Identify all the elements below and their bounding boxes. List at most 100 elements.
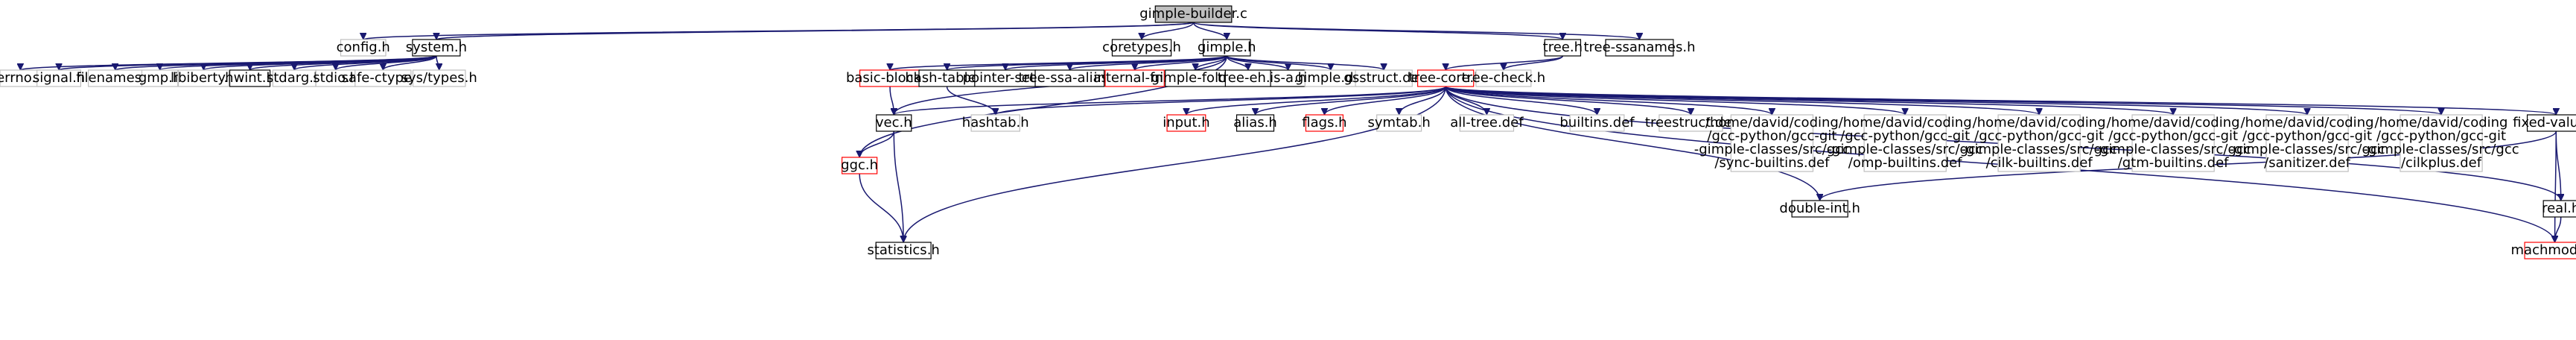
node-label-errno-h: errno.h <box>0 70 45 86</box>
node-tree-ssanames-h[interactable]: tree-ssanames.h <box>1583 39 1695 57</box>
edge-tree-core-h-to-omp-builtins-def <box>1445 86 1905 116</box>
node-alias-h[interactable]: alias.h <box>1233 114 1277 132</box>
node-internal-fn-h[interactable]: internal-fn.h <box>1093 69 1176 87</box>
edge-tree-core-h-to-input-h <box>1186 86 1446 116</box>
edge-tree-core-h-to-cilk-builtins-def <box>1445 86 2039 116</box>
node-omp-builtins-def[interactable]: /home/david/coding/gcc-python/gcc-git-gi… <box>1828 114 1983 172</box>
node-gimple-h[interactable]: gimple.h <box>1198 39 1256 57</box>
node-box-internal-fn-h <box>1104 69 1165 87</box>
node-tree-core-h[interactable]: tree-core.h <box>1409 69 1483 87</box>
node-statistics-h[interactable]: statistics.h <box>867 242 940 259</box>
node-label-cilk-builtins-def: /cilk-builtins.def <box>1986 155 2093 171</box>
edge-fixed-value-h-to-real-h <box>2555 130 2560 201</box>
node-label-config-h: config.h <box>337 40 390 55</box>
edge-basic-block-h-to-vec-h <box>889 86 894 115</box>
node-label-ggc-h: ggc.h <box>841 157 878 173</box>
node-hashtab-h[interactable]: hashtab.h <box>962 114 1029 132</box>
node-system-h[interactable]: system.h <box>406 39 467 57</box>
node-hwint-h[interactable]: hwint.h <box>225 69 275 87</box>
node-label-builtins-def: builtins.def <box>1559 115 1635 130</box>
node-box-real-h <box>2542 200 2576 218</box>
node-label-cilkplus-def: /gcc-python/gcc-git <box>2376 128 2506 144</box>
node-label-input-h: input.h <box>1163 115 1209 130</box>
node-label-is-a-h: is-a.h <box>1270 70 1306 86</box>
node-cilk-builtins-def[interactable]: /home/david/coding/gcc-python/gcc-git-gi… <box>1962 114 2117 172</box>
node-is-a-h[interactable]: is-a.h <box>1270 69 1306 87</box>
node-box-vec-h <box>876 114 912 132</box>
node-all-tree-def[interactable]: all-tree.def <box>1450 114 1524 132</box>
node-box-all-tree-def <box>1459 114 1515 132</box>
node-label-signal-h: signal.h <box>33 70 85 86</box>
node-sync-builtins-def[interactable]: /home/david/coding/gcc-python/gcc-git-gi… <box>1694 114 1850 172</box>
node-vec-h[interactable]: vec.h <box>876 114 912 132</box>
node-signal-h[interactable]: signal.h <box>33 69 85 87</box>
node-gimple-builder-c[interactable]: gimple-builder.c <box>1139 5 1247 23</box>
node-cilkplus-def[interactable]: /home/david/coding/gcc-python/gcc-git-gi… <box>2363 114 2519 172</box>
node-label-machmode-h: machmode.h <box>2511 242 2576 258</box>
node-treestruct-def[interactable]: treestruct.def <box>1645 114 1737 132</box>
node-label-cilk-builtins-def: /gcc-python/gcc-git <box>1974 128 2104 144</box>
node-label-sys-types-h: sys/types.h <box>401 70 477 86</box>
node-double-int-h[interactable]: double-int.h <box>1779 200 1860 218</box>
node-sys-types-h[interactable]: sys/types.h <box>401 69 477 87</box>
node-box-alias-h <box>1235 114 1275 132</box>
node-box-ggc-h <box>842 157 878 174</box>
node-filenames-h[interactable]: filenames.h <box>76 69 154 87</box>
edge-system-h-to-sys-types-h <box>436 55 439 71</box>
node-flags-h[interactable]: flags.h <box>1302 114 1347 132</box>
node-gtm-builtins-def[interactable]: /home/david/coding/gcc-python/gcc-git-gi… <box>2095 114 2251 172</box>
node-box-coretypes-h <box>1111 39 1172 57</box>
node-real-h[interactable]: real.h <box>2542 200 2576 218</box>
node-errno-h[interactable]: errno.h <box>0 69 45 87</box>
edge-real-h-to-machmode-h <box>2555 216 2562 242</box>
edge-system-h-to-safe-ctype-h <box>383 55 437 71</box>
node-label-sanitizer-def: /sanitizer.def <box>2264 155 2350 171</box>
edge-vec-h-to-ggc-h <box>859 130 895 158</box>
node-label-gimple-fold-h: gimple-fold.h <box>1151 70 1240 86</box>
node-label-double-int-h: double-int.h <box>1779 201 1860 216</box>
node-libiberty-h[interactable]: libiberty.h <box>171 69 237 87</box>
edge-gimple-builder-c-to-tree-ssanames-h <box>1192 22 1640 40</box>
node-safe-ctype-h[interactable]: safe-ctype.h <box>342 69 425 87</box>
node-symtab-h[interactable]: symtab.h <box>1368 114 1431 132</box>
node-label-sanitizer-def: -gimple-classes/src/gcc <box>2229 142 2385 157</box>
node-sanitizer-def[interactable]: /home/david/coding/gcc-python/gcc-git-gi… <box>2229 114 2385 172</box>
node-tree-ssa-alias-h[interactable]: tree-ssa-alias.h <box>1019 69 1122 87</box>
node-label-statistics-h: statistics.h <box>867 242 939 258</box>
node-tree-h[interactable]: tree.h <box>1543 39 1583 57</box>
node-box-hwint-h <box>229 69 271 87</box>
node-tree-eh-h[interactable]: tree-eh.h <box>1218 69 1279 87</box>
node-label-tree-h: tree.h <box>1543 40 1583 55</box>
edge-gimple-builder-c-to-tree-h <box>1192 22 1563 40</box>
node-box-symtab-h <box>1376 114 1422 132</box>
node-gimple-def[interactable]: gimple.def <box>1295 69 1367 87</box>
node-label-omp-builtins-def: /omp-builtins.def <box>1848 155 1962 171</box>
node-gmp-h[interactable]: gmp.h <box>139 69 182 87</box>
node-builtins-def[interactable]: builtins.def <box>1559 114 1635 132</box>
edge-vec-h-to-statistics-h <box>893 130 903 242</box>
node-gsstruct-def[interactable]: gsstruct.def <box>1343 69 1425 87</box>
node-pointer-set-h[interactable]: pointer-set.h <box>963 69 1048 87</box>
node-label-alias-h: alias.h <box>1233 115 1277 130</box>
node-stdarg-h[interactable]: stdarg.h <box>267 69 322 87</box>
node-basic-block-h[interactable]: basic-block.h <box>846 69 934 87</box>
edge-tree-core-h-to-alias-h <box>1256 86 1446 116</box>
edge-tree-core-h-to-symtab-h <box>1399 86 1446 116</box>
node-input-h[interactable]: input.h <box>1163 114 1210 132</box>
edge-gimple-h-to-internal-fn-h <box>1135 55 1228 71</box>
node-stdio-h[interactable]: stdio.h <box>313 69 358 87</box>
node-coretypes-h[interactable]: coretypes.h <box>1102 39 1181 57</box>
node-ggc-h[interactable]: ggc.h <box>841 157 878 174</box>
node-fixed-value-h[interactable]: fixed-value.h <box>2513 114 2576 132</box>
edge-tree-core-h-to-double-int-h <box>1445 86 1819 201</box>
edge-fixed-value-h-to-machmode-h <box>2555 130 2557 242</box>
node-box-safe-ctype-h <box>354 69 412 87</box>
node-box-sync-builtins-def <box>1730 114 1814 172</box>
node-tree-check-h[interactable]: tree-check.h <box>1462 69 1546 87</box>
node-label-basic-block-h: basic-block.h <box>846 70 934 86</box>
node-box-tree-check-h <box>1475 69 1532 87</box>
node-gimple-fold-h[interactable]: gimple-fold.h <box>1151 69 1240 87</box>
node-label-internal-fn-h: internal-fn.h <box>1093 70 1175 86</box>
node-config-h[interactable]: config.h <box>337 39 390 57</box>
node-machmode-h[interactable]: machmode.h <box>2511 242 2576 259</box>
